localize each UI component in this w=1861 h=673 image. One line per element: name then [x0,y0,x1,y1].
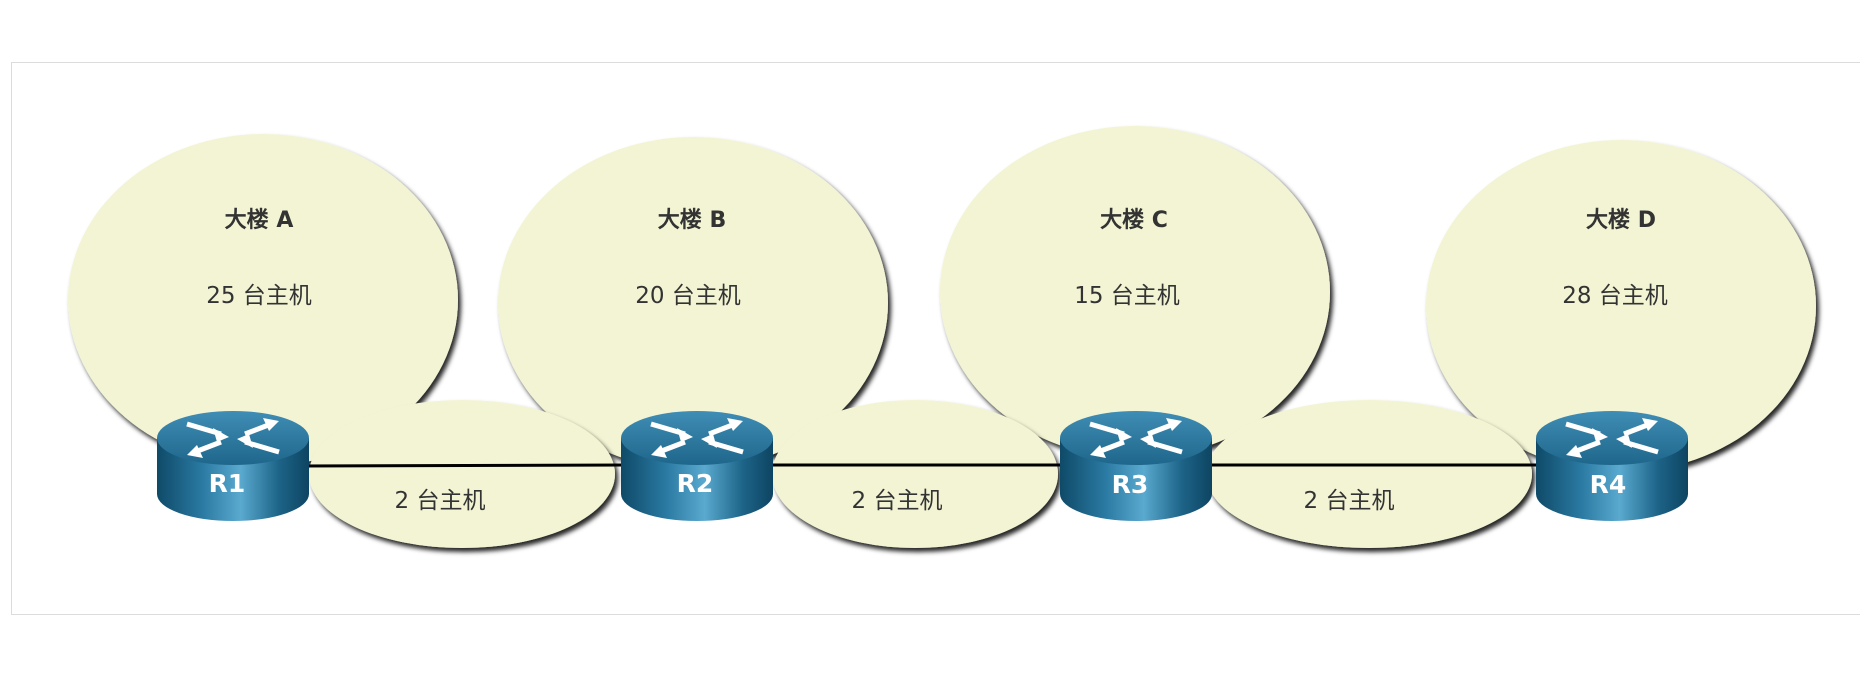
building-a-cloud [68,134,458,466]
router-icon [1060,411,1212,521]
link-r2-r3-cloud [772,400,1058,548]
building-c-name: 大楼 C [1100,208,1168,233]
link-r2-r3-hosts: 2 台主机 [852,488,943,514]
router-r3: R3 [1060,411,1212,521]
building-c-cloud [940,126,1330,458]
diagram-frame [11,62,1860,615]
building-a-hosts: 25 台主机 [206,283,312,309]
link-r3-r4-hosts: 2 台主机 [1304,488,1395,514]
link-r3-r4-cloud [1206,400,1532,548]
building-d-name: 大楼 D [1586,208,1656,233]
building-a-name: 大楼 A [225,208,294,233]
router-r2-label: R2 [677,469,714,498]
router-r4-label: R4 [1590,470,1627,499]
router-r3-label: R3 [1112,470,1149,499]
building-d-hosts: 28 台主机 [1562,283,1668,309]
router-r4: R4 [1536,411,1688,521]
router-r2: R2 [621,411,773,521]
router-icon [621,411,773,521]
link-r1-r2-hosts: 2 台主机 [395,488,486,514]
router-r1: R1 [157,411,309,521]
router-icon [1536,411,1688,521]
router-r1-label: R1 [209,469,246,498]
building-b-hosts: 20 台主机 [635,283,741,309]
building-c-hosts: 15 台主机 [1074,283,1180,309]
link-r1-r2 [299,463,629,468]
router-icon [157,411,309,521]
building-b-cloud [498,137,888,469]
building-b-name: 大楼 B [658,208,726,233]
building-d-cloud [1426,140,1816,472]
link-r1-r2-cloud [309,400,615,548]
